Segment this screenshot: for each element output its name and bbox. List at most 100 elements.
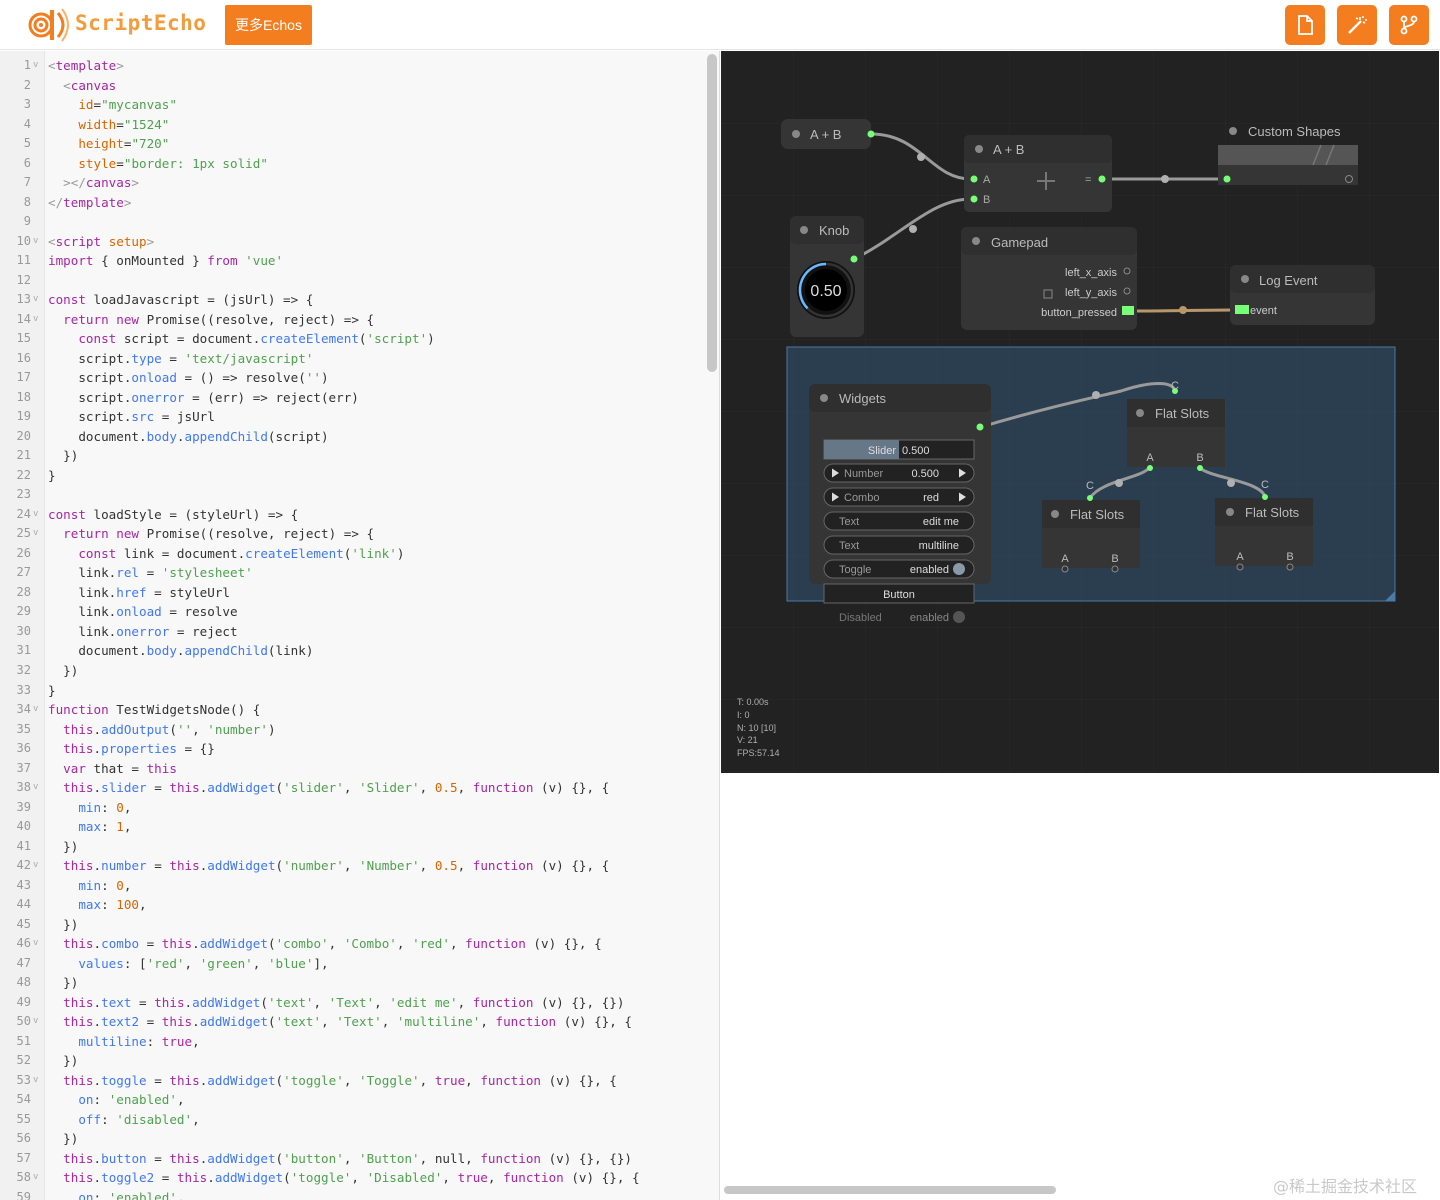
code-line[interactable]: 56 }) [0,1129,705,1149]
horizontal-scrollbar[interactable] [724,1186,1056,1194]
code-line[interactable]: 31 document.body.appendChild(link) [0,641,705,661]
text-widget[interactable]: Text edit me [823,511,975,531]
node-flat-slots-left[interactable]: Flat Slots C A B [1042,480,1140,573]
code-line[interactable]: 55 off: 'disabled', [0,1110,705,1130]
code-line[interactable]: 33} [0,681,705,701]
code-line[interactable]: 26 const link = document.createElement('… [0,544,705,564]
code-line[interactable]: 39 min: 0, [0,798,705,818]
code-line[interactable]: 3 id="mycanvas" [0,95,705,115]
code-line[interactable]: 5 height="720" [0,134,705,154]
code-line[interactable]: 54 on: 'enabled', [0,1090,705,1110]
code-line[interactable]: 43 min: 0, [0,876,705,896]
code-line[interactable]: 21 }) [0,446,705,466]
code-line[interactable]: 30 link.onerror = reject [0,622,705,642]
code-line[interactable]: 29 link.onload = resolve [0,602,705,622]
toggle-widget[interactable]: Toggle enabled [823,559,975,579]
node-gamepad[interactable]: Gamepad left_x_axis left_y_axis button_p… [961,227,1137,330]
code-line[interactable]: 6 style="border: 1px solid" [0,154,705,174]
fold-arrow-icon[interactable]: v [33,294,39,305]
code-line[interactable]: 36 this.properties = {} [0,739,705,759]
button-widget[interactable]: Button [823,583,975,604]
code-text: id="mycanvas" [78,97,177,113]
code-line[interactable]: 48 }) [0,973,705,993]
code-line[interactable]: 12 [0,271,705,291]
code-line[interactable]: 20 document.body.appendChild(script) [0,427,705,447]
fold-arrow-icon[interactable]: v [33,60,39,70]
code-line[interactable]: 41 }) [0,837,705,857]
fold-arrow-icon[interactable]: v [33,782,39,793]
fold-arrow-icon[interactable]: v [33,313,39,324]
code-line[interactable]: 22} [0,466,705,486]
fold-arrow-icon[interactable]: v [33,508,39,519]
node-add[interactable]: A + B A B = [964,135,1112,212]
code-line[interactable]: 16 script.type = 'text/javascript' [0,349,705,369]
node-knob[interactable]: Knob 0.50 [790,216,864,337]
svg-text:Text: Text [839,516,859,528]
number-widget[interactable]: Number 0.500 [823,463,975,483]
fold-arrow-icon[interactable]: v [33,1172,39,1183]
code-line[interactable]: 27 link.rel = 'stylesheet' [0,563,705,583]
combo-widget[interactable]: Combo red [823,487,975,507]
code-line[interactable]: 17 script.onload = () => resolve('') [0,368,705,388]
fold-arrow-icon[interactable]: v [33,704,39,715]
graph-canvas[interactable]: A + B A + B A B = Custom Shapes Knob [721,51,1439,773]
code-line[interactable]: 40 max: 1, [0,817,705,837]
code-line[interactable]: 49 this.text = this.addWidget('text', 'T… [0,993,705,1013]
slider-widget[interactable]: Slider 0.500 [823,439,975,460]
code-line[interactable]: 19 script.src = jsUrl [0,407,705,427]
code-line[interactable]: 57 this.button = this.addWidget('button'… [0,1149,705,1169]
node-flat-slots-right[interactable]: Flat Slots C A B [1215,479,1313,571]
code-line[interactable]: 52 }) [0,1051,705,1071]
branch-button[interactable] [1389,5,1429,45]
code-line[interactable]: 23 [0,485,705,505]
fold-arrow-icon[interactable]: v [33,1016,39,1027]
magic-button[interactable] [1337,5,1377,45]
fold-arrow-icon[interactable]: v [33,938,39,949]
node-flat-slots-top[interactable]: Flat Slots C A B [1127,380,1225,471]
code-line[interactable]: 7 ></canvas> [0,173,705,193]
node-log-event[interactable]: Log Event event [1230,265,1375,325]
node-add-collapsed[interactable]: A + B [781,119,875,149]
code-line[interactable]: 37 var that = this [0,759,705,779]
code-line[interactable]: 35 this.addOutput('', 'number') [0,720,705,740]
vertical-scrollbar[interactable] [707,54,717,372]
more-echos-button[interactable]: 更多Echos [225,5,312,45]
code-line[interactable]: 9 [0,212,705,232]
code-line[interactable]: 2 <canvas [0,76,705,96]
node-widgets[interactable]: Widgets Slider 0.500 Number 0.500 Combo … [809,384,991,624]
code-line[interactable]: 28 link.href = styleUrl [0,583,705,603]
code-line[interactable]: 8</template> [0,193,705,213]
fold-arrow-icon[interactable]: v [33,528,39,539]
code-line[interactable]: 15 const script = document.createElement… [0,329,705,349]
fold-arrow-icon[interactable]: v [33,860,39,871]
code-line[interactable]: 18 script.onerror = (err) => reject(err) [0,388,705,408]
code-line[interactable]: 45 }) [0,915,705,935]
code-line[interactable]: 51 multiline: true, [0,1032,705,1052]
text-multiline-widget[interactable]: Text multiline [823,535,975,555]
new-file-button[interactable] [1285,5,1325,45]
code-line[interactable]: 4 width="1524" [0,115,705,135]
code-line[interactable]: 59 on: 'enabled', [0,1188,705,1200]
code-line[interactable]: 47 values: ['red', 'green', 'blue'], [0,954,705,974]
node-custom-shapes[interactable]: Custom Shapes [1218,124,1358,185]
code-line[interactable]: 32 }) [0,661,705,681]
code-line[interactable]: 44 max: 100, [0,895,705,915]
fold-arrow-icon[interactable]: v [33,1074,39,1085]
fold-arrow-icon[interactable]: v [33,235,39,246]
